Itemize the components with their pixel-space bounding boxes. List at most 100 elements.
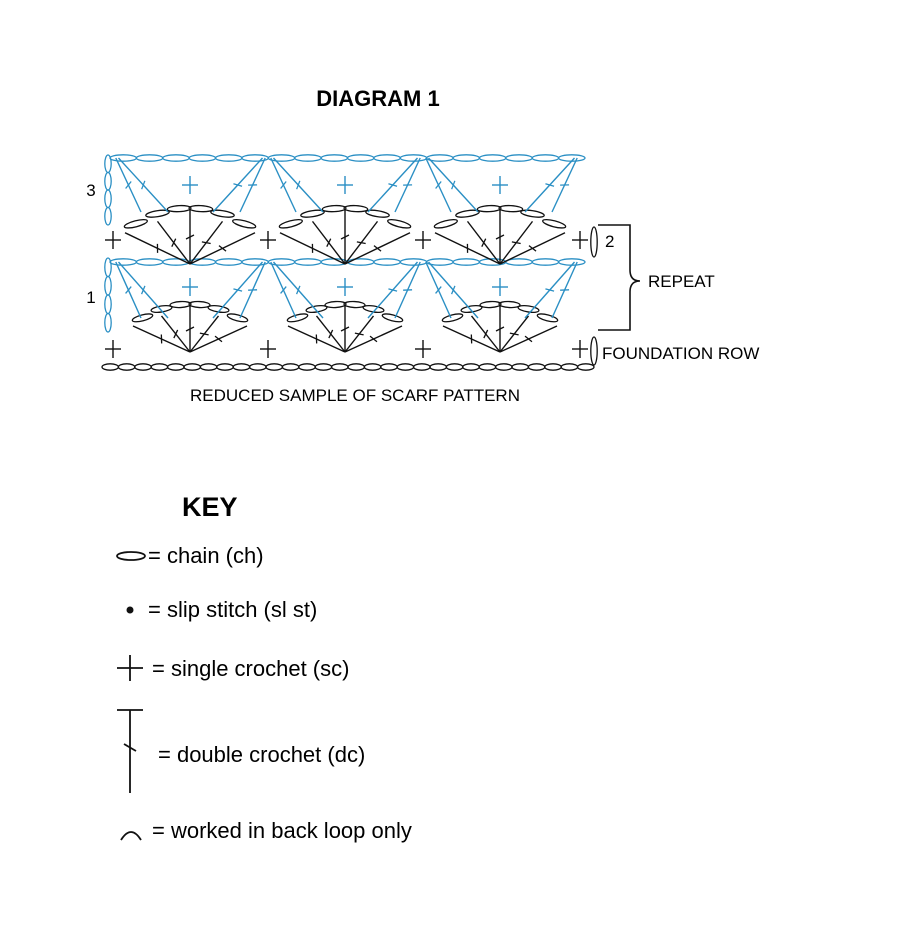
chain-stitch — [104, 206, 112, 226]
chain-stitch — [150, 304, 173, 314]
key-item-slip-stitch: = slip stitch (sl st) — [126, 597, 317, 622]
double-crochet-stitch — [326, 238, 332, 247]
chain-stitch — [104, 294, 112, 315]
chain-stitch — [380, 363, 398, 371]
chain-stitch — [199, 363, 218, 371]
chain-stitch — [455, 209, 480, 218]
double-crochet-stitch — [233, 183, 243, 187]
chain-stitch — [298, 363, 316, 371]
double-crochet-stitch — [495, 326, 505, 332]
chain-stitch — [214, 258, 243, 266]
diagram-title: DIAGRAM 1 — [316, 86, 439, 111]
chain-stitch — [536, 313, 559, 323]
chain-stitch — [429, 363, 448, 371]
chain-stitch — [590, 226, 598, 258]
chain-stitch — [286, 313, 309, 323]
stitch-chart — [101, 154, 598, 371]
chain-stitch — [232, 363, 251, 371]
chain-stitch — [109, 154, 138, 162]
chain-stitch — [183, 363, 202, 371]
chain-stitch — [373, 258, 401, 266]
slip-stitch-icon — [126, 606, 134, 614]
chain-stitch — [365, 209, 390, 218]
chain-stitch — [305, 304, 328, 314]
key-title: KEY — [182, 492, 238, 522]
chain-stitch — [232, 218, 257, 229]
double-crochet-stitch — [388, 288, 398, 292]
chain-stitch — [478, 363, 497, 371]
double-crochet-stitch — [528, 245, 537, 252]
double-crochet-stitch — [141, 180, 146, 190]
double-crochet-stitch — [233, 288, 243, 292]
chain-stitch — [320, 154, 349, 162]
chain-stitch — [248, 363, 267, 371]
foundation-row-label: FOUNDATION ROW — [602, 344, 759, 363]
double-crochet-stitch — [140, 285, 146, 295]
back-loop-icon — [120, 831, 142, 841]
chain-stitch — [162, 154, 190, 162]
repeat-label: REPEAT — [648, 272, 715, 291]
double-crochet-stitch — [185, 234, 195, 240]
chain-stitch — [347, 363, 366, 371]
double-crochet-stitch — [280, 181, 287, 189]
double-crochet-stitch — [369, 335, 378, 343]
chain-stitch — [104, 312, 112, 333]
chain-stitch — [441, 313, 464, 323]
chain-stitch — [476, 204, 502, 213]
chain-stitch — [396, 363, 415, 371]
row-number-2: 2 — [605, 232, 614, 251]
chain-stitch — [188, 204, 214, 213]
double-crochet-stitch — [171, 238, 177, 247]
double-crochet-icon — [117, 709, 143, 793]
double-crochet-stitch — [201, 241, 211, 245]
chain-stitch — [557, 258, 586, 266]
chain-stitch — [169, 300, 192, 309]
chain-stitch — [498, 300, 521, 309]
key-chain-text: = chain (ch) — [148, 543, 264, 568]
chain-stitch — [399, 154, 428, 162]
double-crochet-stitch — [328, 329, 334, 339]
chain-stitch — [166, 204, 192, 213]
row-number-3: 3 — [86, 181, 95, 200]
chain-stitch — [452, 258, 481, 266]
chain-stitch — [330, 363, 349, 371]
diagram-caption: REDUCED SAMPLE OF SCARF PATTERN — [190, 386, 520, 405]
chain-stitch — [505, 154, 533, 162]
chain-stitch — [294, 154, 322, 162]
double-crochet-stitch — [125, 286, 132, 294]
chain-stitch — [433, 218, 458, 229]
chain-stitch — [104, 189, 112, 209]
chain-stitch — [131, 313, 154, 323]
chain-stitch — [134, 363, 152, 371]
double-crochet-stitch — [388, 183, 398, 187]
chain-stitch — [412, 363, 431, 371]
double-crochet-stitch — [214, 335, 223, 343]
double-crochet-stitch — [340, 326, 350, 332]
chain-stitch — [135, 258, 164, 266]
double-crochet-stitch — [373, 245, 382, 252]
chain-stitch — [452, 154, 481, 162]
chain-stitch — [145, 209, 170, 218]
chain-stitch — [576, 363, 595, 371]
chain-stitch — [314, 363, 333, 371]
double-crochet-stitch — [451, 180, 456, 190]
key-item-double-crochet: = double crochet (dc) — [117, 709, 365, 793]
chain-stitch — [267, 154, 296, 162]
key-item-single-crochet: = single crochet (sc) — [117, 655, 349, 681]
chain-stitch — [478, 154, 507, 162]
double-crochet-stitch — [545, 288, 555, 292]
key-back-loop-text: = worked in back loop only — [152, 818, 412, 843]
chain-stitch — [166, 363, 185, 371]
key-slip-stitch-text: = slip stitch (sl st) — [148, 597, 317, 622]
chain-stitch — [531, 154, 560, 162]
chain-stitch — [321, 204, 347, 213]
double-crochet-stitch — [185, 326, 195, 332]
double-crochet-stitch — [218, 245, 227, 252]
double-crochet-stitch — [524, 335, 533, 343]
chain-stitch — [241, 258, 269, 266]
chain-stitch — [324, 300, 347, 309]
double-crochet-stitch — [296, 180, 301, 190]
chain-stitch — [241, 154, 269, 162]
chain-stitch — [517, 304, 540, 314]
